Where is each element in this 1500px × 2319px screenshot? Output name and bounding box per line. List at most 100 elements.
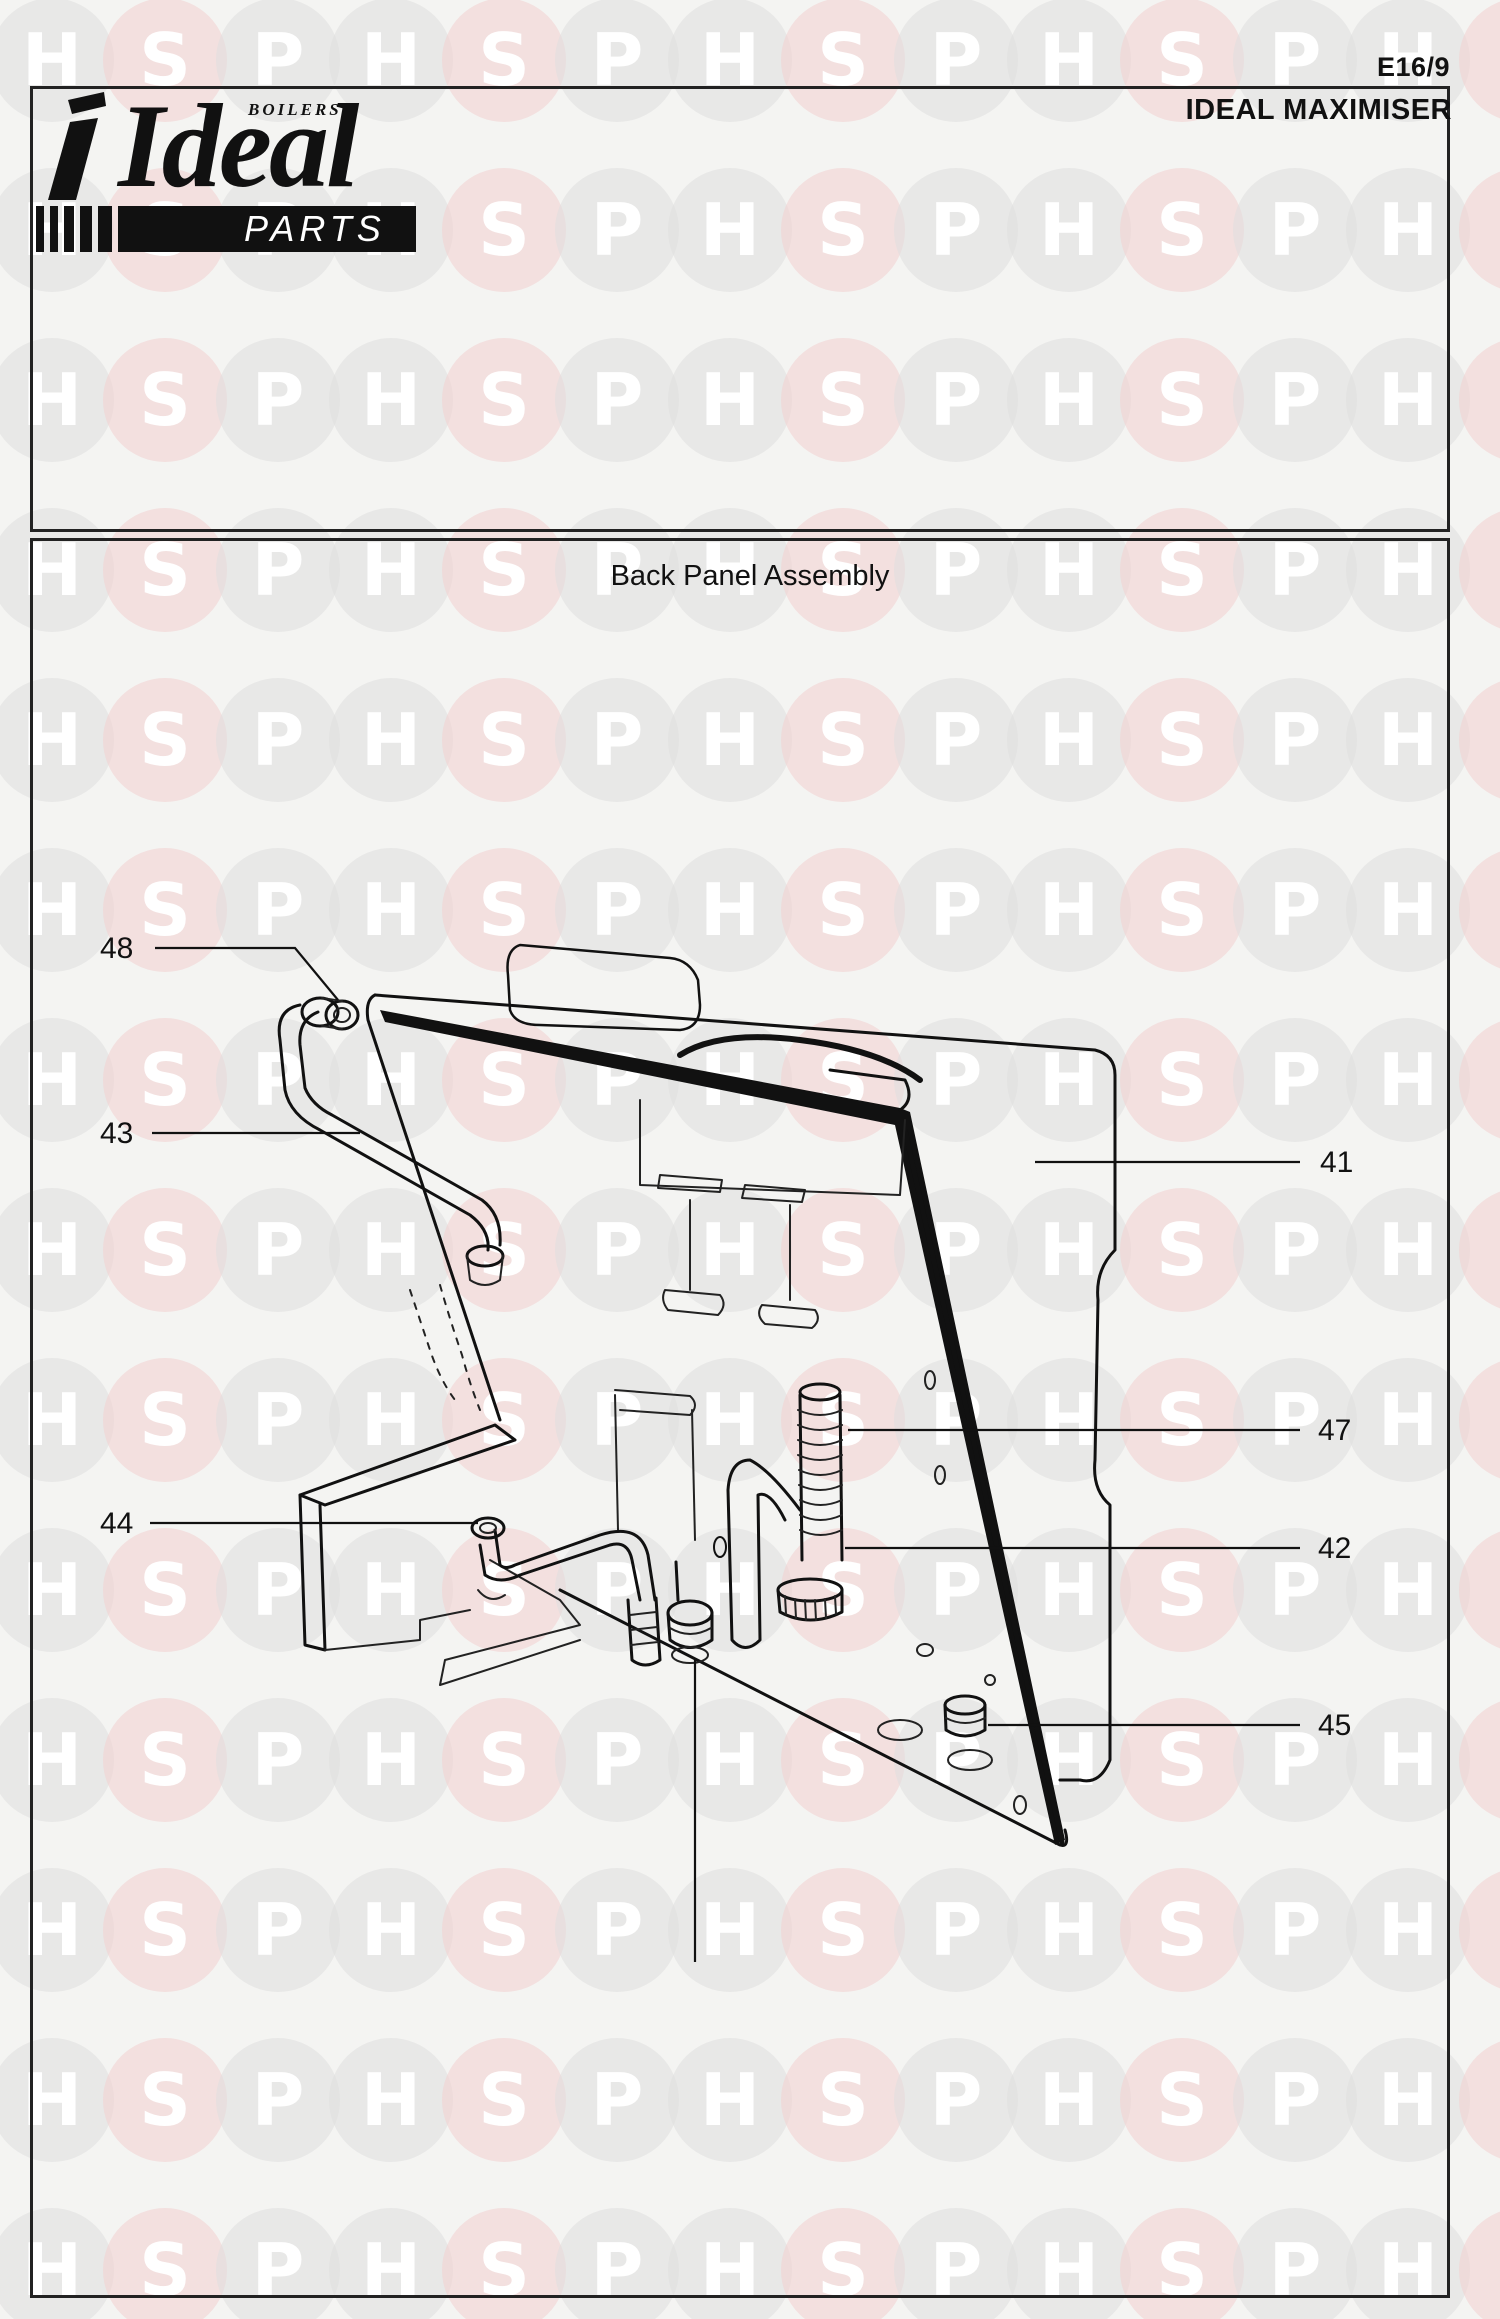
watermark-circle (555, 848, 679, 972)
watermark-letter: S (1495, 18, 1500, 102)
watermark-circle (1459, 511, 1500, 629)
watermark-circle (1007, 848, 1131, 972)
watermark-letter: S (817, 1208, 869, 1292)
watermark-badge: P (1233, 338, 1357, 462)
watermark-badge: S (1120, 848, 1244, 972)
watermark-letter: P (1269, 1378, 1322, 1462)
watermark-letter: P (252, 528, 305, 612)
watermark-badge: P (555, 1868, 679, 1992)
watermark-letter: H (700, 2058, 760, 2142)
watermark-badge: S (781, 678, 905, 802)
watermark-circle (1459, 1021, 1500, 1139)
watermark-badge: P (216, 1868, 340, 1992)
leader-48 (155, 946, 339, 1001)
nut-part-48[interactable] (300, 996, 360, 1031)
watermark-circle (329, 1188, 453, 1312)
watermark-letter: H (361, 1888, 421, 1972)
pipe-part-43[interactable] (277, 1003, 505, 1411)
watermark-letter: S (139, 1378, 191, 1462)
watermark-letter: S (478, 358, 530, 442)
watermark-circle (781, 168, 905, 292)
watermark-letter: S (1495, 1888, 1500, 1972)
watermark-badge: P (216, 1698, 340, 1822)
watermark-circle (1120, 1358, 1244, 1482)
watermark-letter: P (252, 2058, 305, 2142)
header-frame (30, 86, 1450, 532)
watermark-letter: S (817, 188, 869, 272)
watermark-letter: S (1495, 2228, 1500, 2312)
watermark-badge: S (1120, 1358, 1244, 1482)
grommet-part-46[interactable] (666, 1599, 714, 1664)
watermark-badge: S (1459, 1021, 1500, 1139)
watermark-letter: S (817, 528, 869, 612)
watermark-badge: H (329, 2208, 453, 2319)
watermark-circle (1120, 1018, 1244, 1142)
watermark-letter: H (1039, 698, 1099, 782)
watermark-circle (216, 1358, 340, 1482)
watermark-circle (216, 1698, 340, 1822)
watermark-circle (103, 1868, 227, 1992)
watermark-badge: H (1346, 2038, 1470, 2162)
watermark-circle (1233, 1018, 1357, 1142)
watermark-circle (1233, 2038, 1357, 2162)
watermark-circle (555, 1698, 679, 1822)
watermark-badge: H (329, 1698, 453, 1822)
watermark-letter: P (1269, 2228, 1322, 2312)
watermark-badge: S (442, 678, 566, 802)
watermark-circle (668, 1698, 792, 1822)
watermark-badge: P (216, 338, 340, 462)
ideal-parts-logo: Ideal BOILERS PARTS (36, 86, 426, 263)
watermark-badge: P (1233, 1018, 1357, 1142)
watermark-badge: H (1346, 338, 1470, 462)
watermark-circle (894, 1358, 1018, 1482)
watermark-circle (1346, 0, 1470, 122)
watermark-circle (1007, 0, 1131, 122)
watermark-badge: S (1120, 338, 1244, 462)
watermark-letter: H (1378, 528, 1438, 612)
watermark-badge: S (103, 1868, 227, 1992)
back-panel-part-41[interactable] (365, 943, 1117, 1847)
watermark-circle (1459, 1701, 1500, 1819)
grommet-part-45[interactable] (943, 1694, 987, 1738)
watermark-circle (781, 2208, 905, 2319)
watermark-letter: H (1378, 2228, 1438, 2312)
watermark-letter: S (139, 1888, 191, 1972)
watermark-letter: P (252, 1888, 305, 1972)
watermark-badge: P (555, 2208, 679, 2319)
watermark-circle (894, 1528, 1018, 1652)
watermark-badge: S (442, 168, 566, 292)
watermark-letter: S (139, 358, 191, 442)
watermark-letter: P (1269, 358, 1322, 442)
watermark-letter: S (478, 698, 530, 782)
watermark-letter: H (700, 528, 760, 612)
watermark-circle (1233, 678, 1357, 802)
watermark-circle (781, 338, 905, 462)
connector-fitting[interactable] (626, 1536, 727, 1667)
watermark-letter: P (930, 358, 983, 442)
watermark-letter: S (139, 868, 191, 952)
clamp-part-42[interactable] (776, 1577, 844, 1622)
bracket-part-44[interactable] (298, 1423, 657, 1686)
watermark-badge: P (894, 2038, 1018, 2162)
watermark-letter: P (930, 698, 983, 782)
watermark-letter: H (1378, 1038, 1438, 1122)
watermark-badge: S (781, 168, 905, 292)
watermark-letter: S (139, 2228, 191, 2312)
watermark-circle (442, 2038, 566, 2162)
watermark-letter: P (1269, 2058, 1322, 2142)
watermark-letter: P (1269, 188, 1322, 272)
watermark-badge: P (555, 1358, 679, 1482)
watermark-circle (216, 678, 340, 802)
watermark-badge: S (1459, 851, 1500, 969)
watermark-circle (216, 2038, 340, 2162)
watermark-badge: S (1120, 678, 1244, 802)
watermark-letter: H (1039, 1888, 1099, 1972)
watermark-letter: S (1495, 1548, 1500, 1632)
trap-part-47[interactable] (726, 1382, 844, 1649)
watermark-letter: S (1156, 1038, 1208, 1122)
watermark-circle (1346, 1868, 1470, 1992)
watermark-letter: P (930, 2058, 983, 2142)
watermark-letter: P (930, 188, 983, 272)
watermark-circle (894, 2038, 1018, 2162)
